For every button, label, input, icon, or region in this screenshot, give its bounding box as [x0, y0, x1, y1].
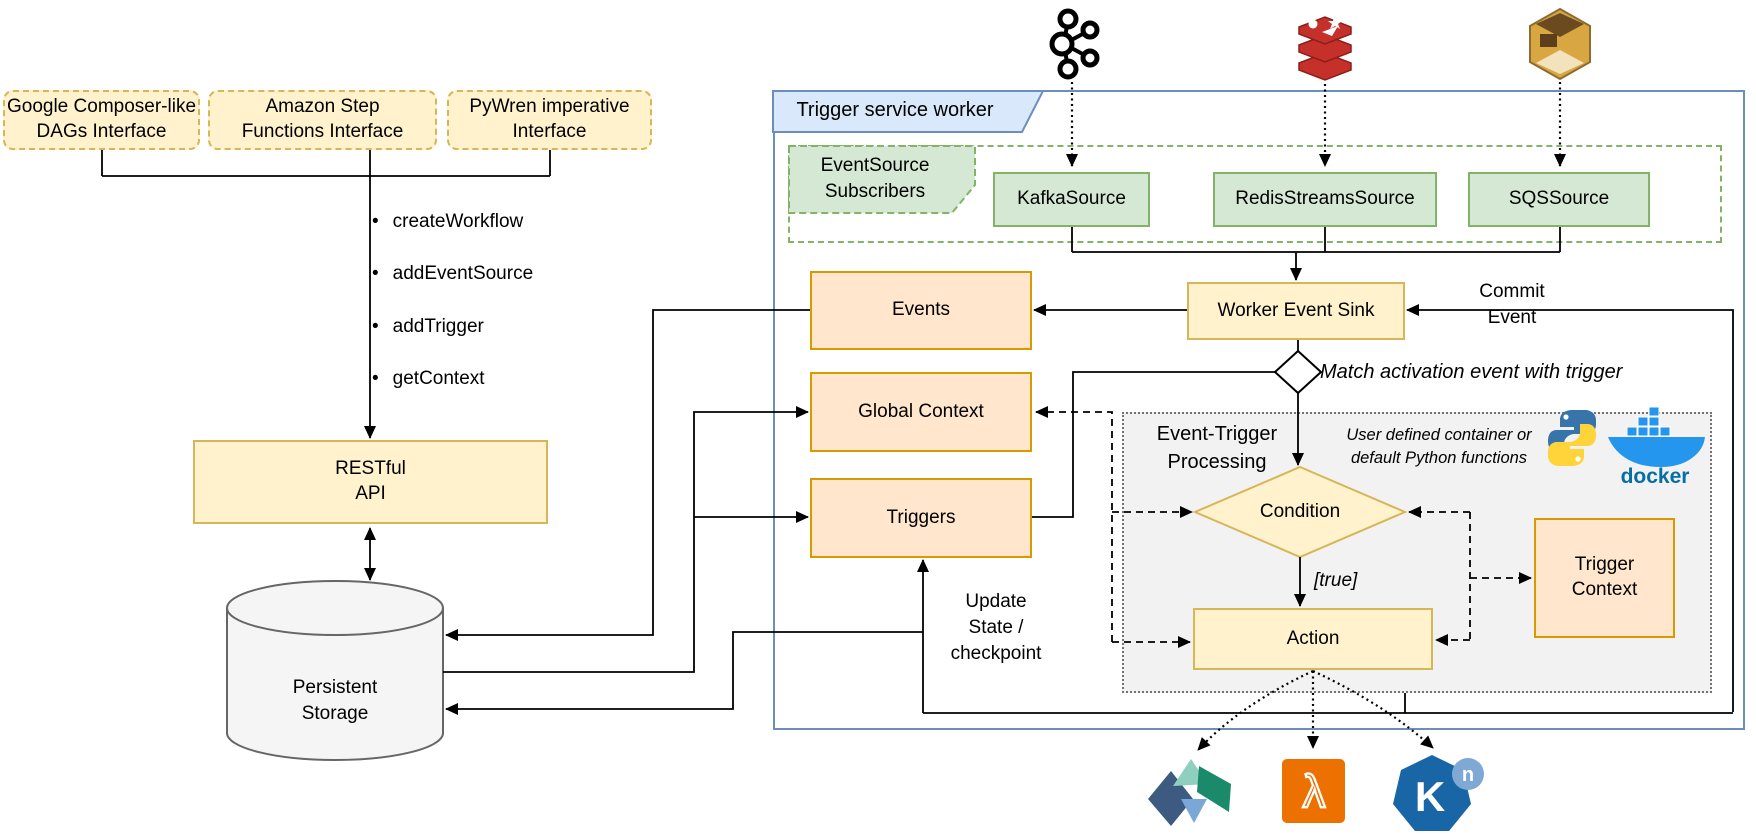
worker-title-tab	[772, 90, 1045, 133]
connector-commit-event	[1406, 304, 1734, 712]
triggers-box: Triggers	[810, 478, 1032, 558]
worker-title: Trigger service worker	[796, 99, 994, 122]
dashed-globalcontext-link	[1035, 406, 1113, 642]
global-context-box: Global Context	[810, 372, 1032, 452]
trigger-context-box: Trigger Context	[1534, 518, 1675, 638]
worker-event-sink-box: Worker Event Sink	[1187, 282, 1405, 340]
connector-triggers-diamond	[1032, 371, 1275, 518]
eventsource-subscribers-flag	[788, 145, 976, 214]
user-defined-note: User defined container or default Python…	[1346, 426, 1532, 467]
lambda-glyph: λ	[1303, 765, 1326, 817]
bullet-icon: •	[372, 211, 379, 232]
api-method-label: getContext	[392, 368, 485, 389]
bullet-icon: •	[372, 368, 379, 389]
dotted-action-nuclio	[1197, 670, 1314, 751]
sqs-icon	[1529, 7, 1591, 81]
interface-box-amazon-step: Amazon Step Functions Interface	[208, 90, 437, 150]
redisstreamssource-box: RedisStreamsSource	[1213, 172, 1437, 227]
redis-icon	[1298, 16, 1352, 81]
interface-box-google-composer: Google Composer-like DAGs Interface	[3, 90, 200, 150]
eventsource-subscribers-label: EventSource Subscribers	[820, 154, 930, 202]
sqssource-box: SQSSource	[1468, 172, 1650, 227]
restful-api-box: RESTful API	[193, 440, 548, 524]
knative-k: K	[1415, 773, 1445, 820]
kafkasource-box: KafkaSource	[993, 172, 1150, 227]
nuclio-icon	[1148, 759, 1231, 826]
docker-wordmark: docker	[1621, 465, 1690, 488]
connector-events-storage	[445, 309, 810, 641]
knative-n: n	[1462, 764, 1474, 786]
persistent-storage-label: Persistent Storage	[292, 676, 378, 724]
docker-icon: docker	[1608, 406, 1705, 488]
api-method-label: createWorkflow	[392, 211, 524, 232]
match-activation-label: Match activation event with trigger	[1320, 361, 1623, 383]
bullet-icon: •	[372, 316, 379, 337]
knative-icon: K n	[1393, 755, 1484, 831]
trigger-service-worker-container	[773, 90, 1745, 730]
update-state-label: Update State / checkpoint	[950, 590, 1042, 665]
condition-label: Condition	[1259, 500, 1341, 522]
commit-event-label: Commit Event	[1479, 280, 1545, 328]
bullet-icon: •	[372, 263, 379, 284]
api-method-getcontext: • getContext	[372, 368, 485, 390]
true-guard-label: [true]	[1314, 570, 1358, 591]
api-method-createworkflow: • createWorkflow	[372, 211, 523, 233]
aws-lambda-icon: λ	[1282, 759, 1345, 823]
api-method-addeventsource: • addEventSource	[372, 263, 533, 285]
api-method-label: addEventSource	[392, 263, 534, 284]
events-box: Events	[810, 271, 1032, 350]
kafka-icon	[1049, 8, 1100, 80]
dotted-action-knative	[1312, 670, 1434, 749]
event-trigger-processing-title: Event-Trigger Processing	[1156, 423, 1278, 473]
action-box: Action	[1193, 608, 1433, 670]
connector-update-storage	[445, 631, 923, 715]
python-icon	[1548, 410, 1596, 466]
api-method-addtrigger: • addTrigger	[372, 316, 484, 338]
connector-storage-globalcontext	[443, 406, 809, 673]
persistent-storage-cylinder	[226, 580, 444, 761]
interface-box-pywren: PyWren imperative Interface	[447, 90, 652, 150]
api-method-label: addTrigger	[392, 316, 484, 337]
